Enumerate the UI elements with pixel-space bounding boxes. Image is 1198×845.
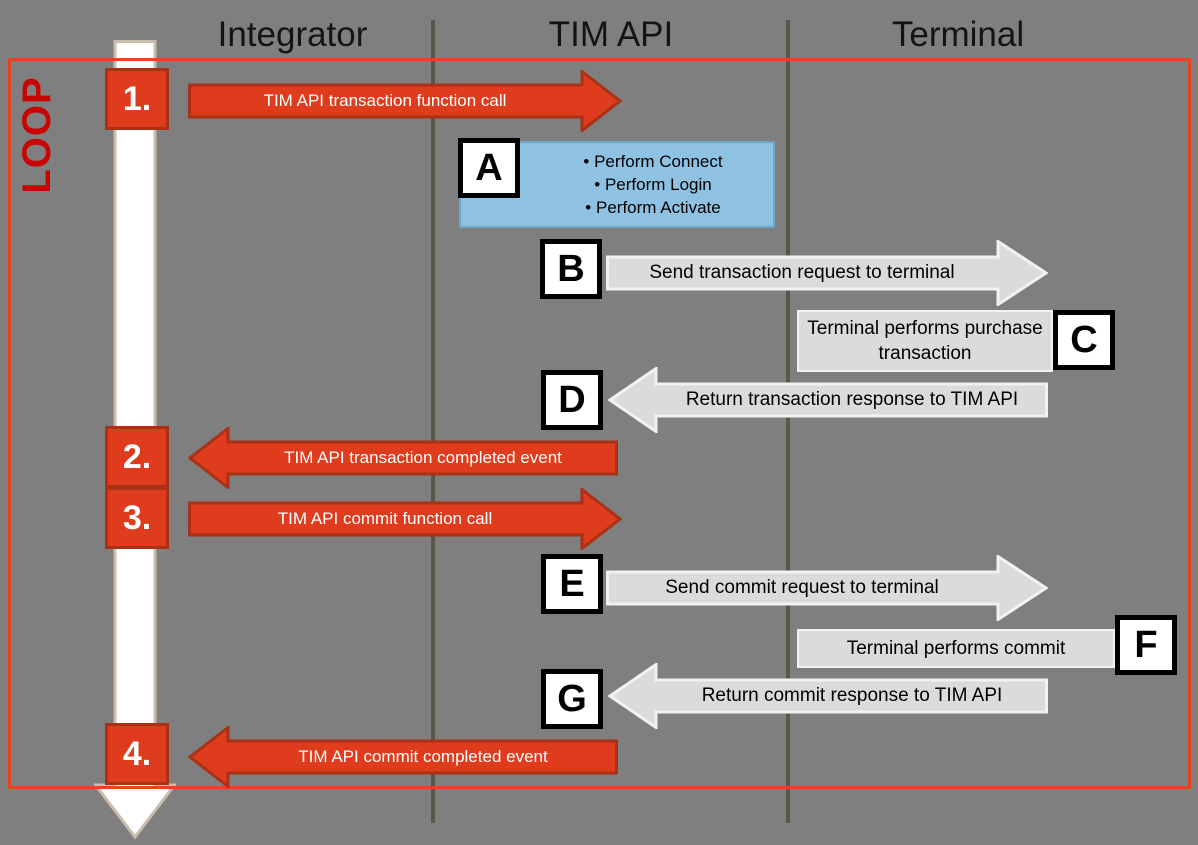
arrow-send-transaction-request: Send transaction request to terminal	[606, 240, 1048, 306]
step-number-3: 3.	[105, 487, 169, 549]
arrow-step-2-label: TIM API transaction completed event	[284, 448, 562, 467]
letter-box-c: C	[1053, 310, 1115, 370]
column-header-tim-api: TIM API	[548, 15, 674, 54]
step-number-2: 2.	[105, 426, 169, 488]
arrow-return-transaction-response: Return transaction response to TIM API	[608, 367, 1048, 433]
terminal-purchase-box: Terminal performs purchase transaction	[797, 310, 1053, 372]
column-header-integrator: Integrator	[217, 15, 368, 54]
arrow-step-1: TIM API transaction function call	[188, 70, 622, 132]
lane-divider-left	[431, 20, 435, 823]
terminal-commit-label: Terminal performs commit	[846, 638, 1066, 659]
letter-box-e: E	[541, 554, 603, 614]
letter-box-b: B	[540, 239, 602, 299]
note-item: Perform Activate	[533, 196, 773, 219]
loop-boundary	[8, 58, 1191, 789]
letter-box-g: G	[541, 669, 603, 729]
terminal-commit-box: Terminal performs commit	[797, 629, 1115, 668]
arrow-return-transaction-response-label: Return transaction response to TIM API	[685, 389, 1019, 410]
arrow-step-4: TIM API commit completed event	[188, 726, 618, 788]
arrow-step-3-label: TIM API commit function call	[277, 509, 493, 528]
arrow-return-commit-response-label: Return commit response to TIM API	[701, 685, 1003, 706]
letter-box-f: F	[1115, 615, 1177, 675]
arrow-send-transaction-request-label: Send transaction request to terminal	[649, 262, 955, 283]
arrow-step-4-label: TIM API commit completed event	[298, 747, 548, 766]
terminal-purchase-label: Terminal performs purchase transaction	[807, 318, 1043, 364]
arrow-step-2: TIM API transaction completed event	[188, 427, 618, 489]
arrow-send-commit-request-label: Send commit request to terminal	[665, 577, 939, 598]
note-item: Perform Connect	[533, 150, 773, 173]
loop-label: LOOP	[15, 76, 59, 194]
step-number-4: 4.	[105, 723, 169, 785]
letter-box-a: A	[458, 138, 520, 198]
step-number-1: 1.	[105, 68, 169, 130]
arrow-step-3: TIM API commit function call	[188, 488, 622, 550]
arrow-return-commit-response: Return commit response to TIM API	[608, 663, 1048, 729]
arrow-step-1-label: TIM API transaction function call	[263, 91, 507, 110]
column-header-terminal: Terminal	[891, 15, 1025, 54]
note-item: Perform Login	[533, 173, 773, 196]
note-box-perform-steps: Perform Connect Perform Login Perform Ac…	[459, 141, 775, 228]
arrow-send-commit-request: Send commit request to terminal	[606, 555, 1048, 621]
letter-box-d: D	[541, 370, 603, 430]
lane-divider-right	[786, 20, 790, 823]
